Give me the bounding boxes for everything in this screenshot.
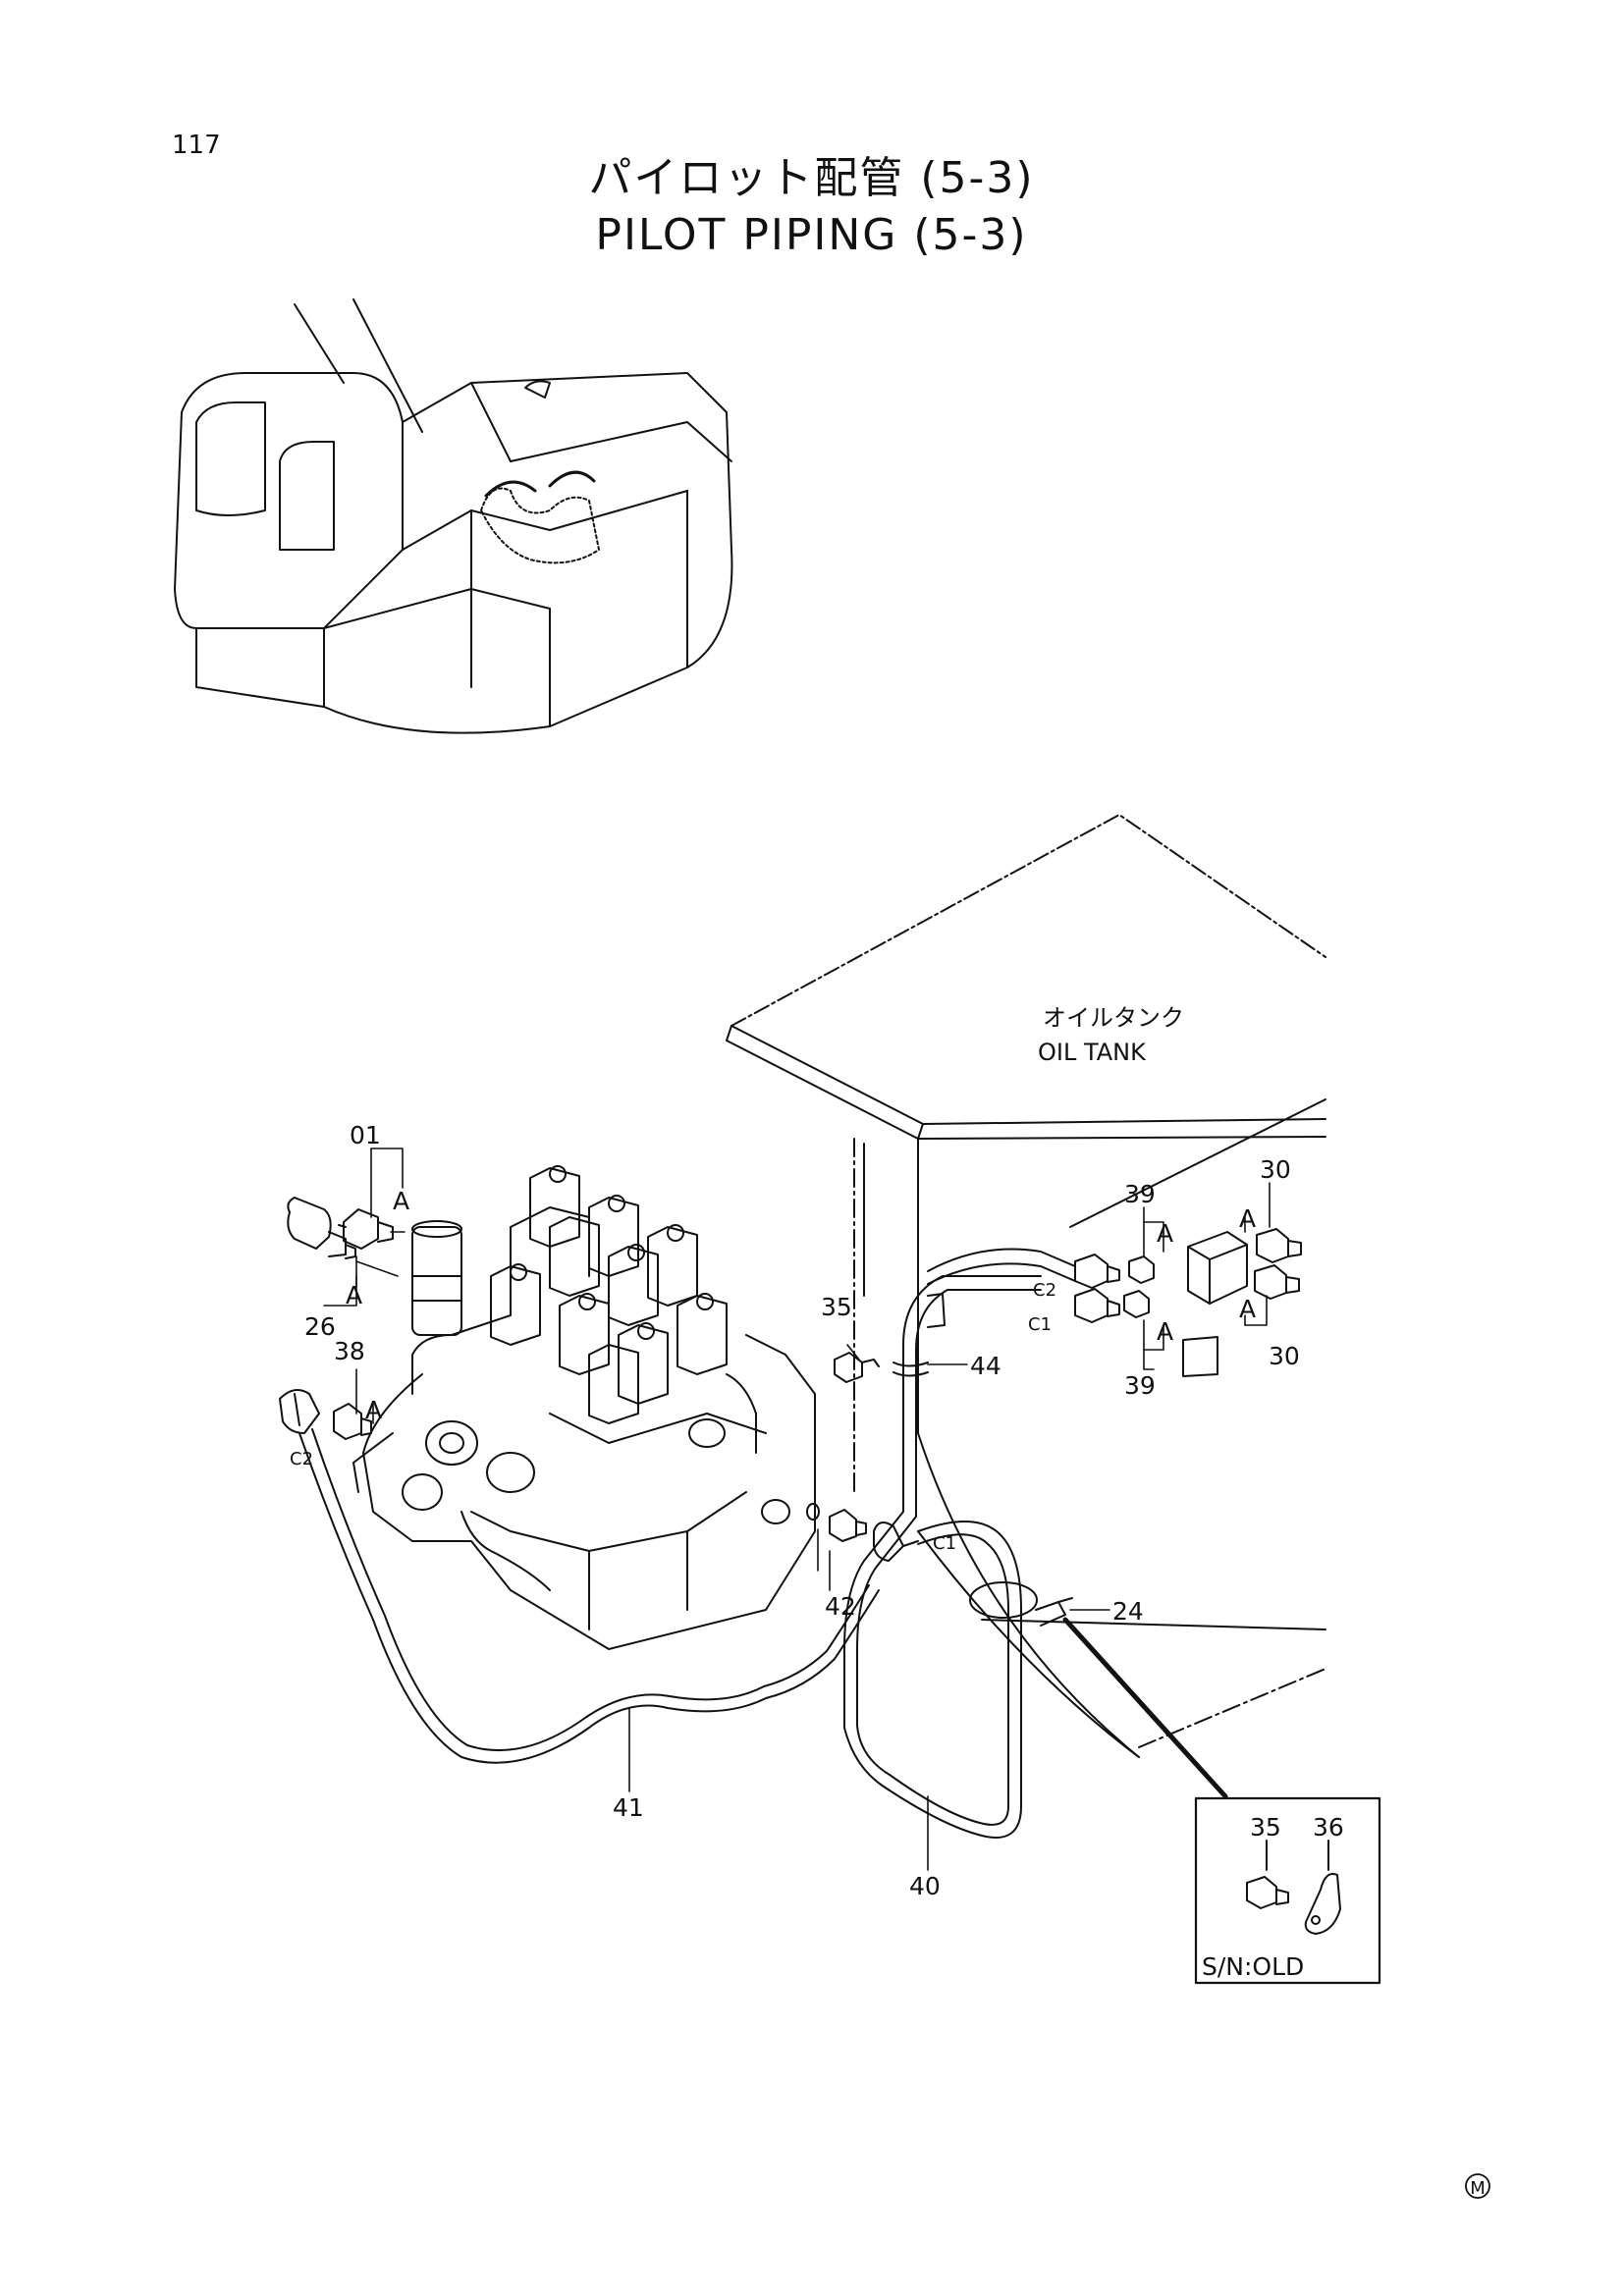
callout-44: 44 — [970, 1352, 1001, 1380]
callout-39-bottom: 39 — [1124, 1371, 1156, 1400]
registered-mark-circle — [1465, 2173, 1490, 2199]
callout-40: 40 — [909, 1872, 941, 1900]
ref-mark-a: A — [1239, 1295, 1256, 1323]
ref-mark-a: A — [393, 1187, 409, 1215]
detail-box-sn-old — [1194, 1796, 1381, 1985]
fittings-c1-c2-tank — [1074, 1254, 1120, 1323]
ref-mark-a: A — [1157, 1317, 1173, 1346]
callout-01: 01 — [350, 1121, 381, 1149]
callout-35: 35 — [821, 1293, 852, 1321]
callout-41: 41 — [613, 1793, 644, 1822]
registered-mark: M — [1470, 2178, 1486, 2199]
hose-41 — [298, 1428, 880, 1764]
callout-detail-35: 35 — [1250, 1813, 1281, 1842]
oil-tank-illustration — [726, 814, 1326, 1758]
excavator-overview-illustration — [174, 298, 733, 734]
port-mark-c2: C2 — [290, 1449, 313, 1469]
ref-mark-a: A — [1157, 1219, 1173, 1248]
page-title-english: PILOT PIPING (5-3) — [595, 210, 1028, 260]
oil-tank-label: オイルタンク OIL TANK — [1038, 1004, 1184, 1066]
port-mark-c2: C2 — [1033, 1280, 1056, 1301]
fitting-part-39 — [1123, 1255, 1155, 1318]
bolt-part-35 — [834, 1352, 880, 1383]
block-fitting-illustration — [1182, 1231, 1248, 1377]
callout-24: 24 — [1112, 1597, 1144, 1626]
callout-42: 42 — [825, 1592, 856, 1621]
port-mark-c1: C1 — [933, 1533, 956, 1554]
fitting-part-38 — [333, 1403, 372, 1440]
clamp-part-44 — [893, 1293, 946, 1377]
fitting-part-30 — [1254, 1228, 1302, 1300]
leader-lines — [323, 1148, 1271, 1871]
page-title-japanese: パイロット配管 (5-3) — [588, 153, 1035, 203]
detail-box-label: S/N:OLD — [1202, 1952, 1304, 1981]
callout-30-bottom: 30 — [1269, 1342, 1300, 1370]
band-clamp-part-24 — [969, 1581, 1073, 1627]
callout-26: 26 — [304, 1312, 336, 1341]
fitting-part-42 — [806, 1503, 919, 1562]
hose-40 — [843, 1248, 1076, 1839]
hose-end-c2-left — [279, 1389, 320, 1434]
port-mark-c1: C1 — [1028, 1314, 1052, 1335]
callout-30-top: 30 — [1260, 1155, 1291, 1184]
ref-mark-a: A — [1239, 1204, 1256, 1233]
callout-detail-36: 36 — [1313, 1813, 1344, 1842]
oil-tank-label-japanese: オイルタンク — [1043, 1004, 1184, 1032]
oil-tank-label-english: OIL TANK — [1038, 1039, 1147, 1066]
callout-38: 38 — [334, 1337, 365, 1365]
page-number: 117 — [172, 131, 221, 160]
ref-mark-a: A — [346, 1281, 362, 1309]
fitting-part-01 — [338, 1208, 394, 1250]
fitting-part-26 — [287, 1197, 356, 1259]
callout-39-top: 39 — [1124, 1180, 1156, 1208]
control-valve-illustration — [352, 1165, 816, 1650]
ref-mark-a: A — [365, 1396, 382, 1424]
